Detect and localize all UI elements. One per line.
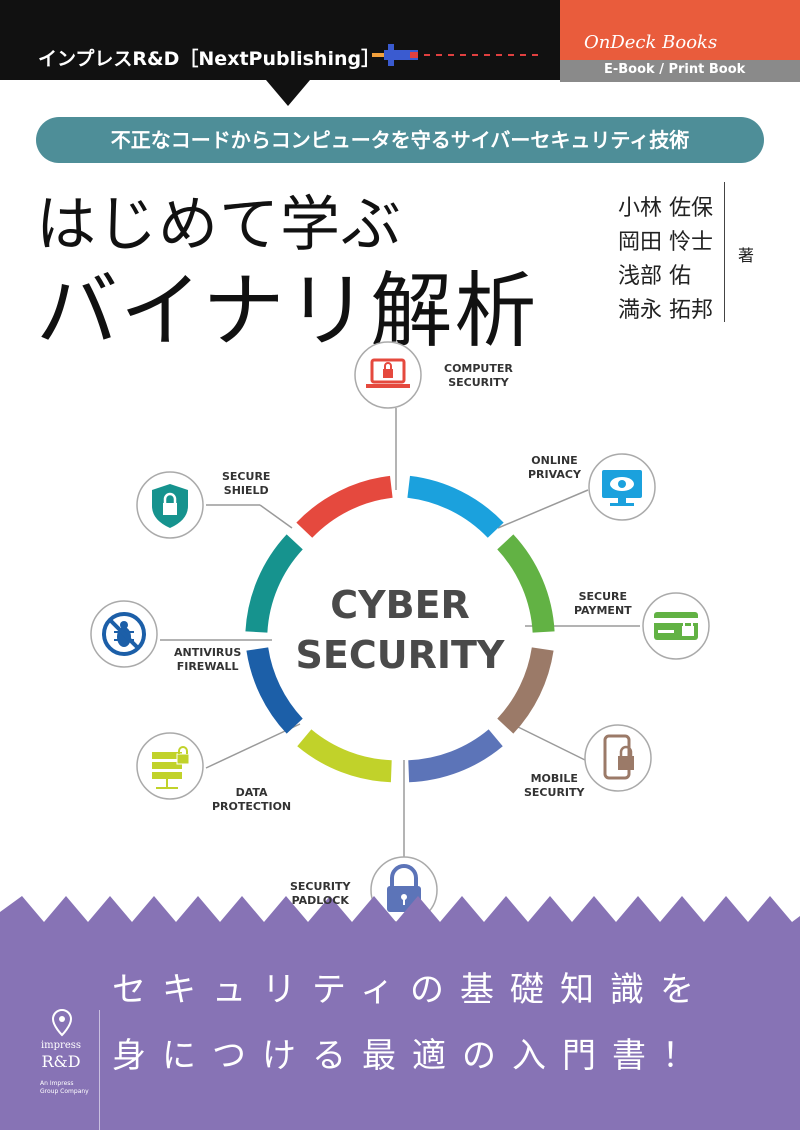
imprint-rd: R&D	[41, 1052, 81, 1071]
laptop-lock-icon	[366, 358, 410, 388]
label-line: SECURITY	[290, 880, 351, 893]
header-pointer	[266, 80, 310, 106]
ring-segment-mobile	[497, 647, 554, 734]
author-divider	[724, 182, 725, 322]
node-computer-security	[354, 341, 422, 409]
label-line: SECURITY	[448, 376, 509, 389]
label-secure-shield: SECURE SHIELD	[222, 470, 270, 498]
security-ring	[245, 475, 555, 783]
label-security-padlock: SECURITY PADLOCK	[290, 880, 350, 908]
node-secure-payment	[642, 592, 710, 660]
title-line-1: はじめて学ぶ	[36, 190, 402, 260]
label-line: PROTECTION	[212, 800, 292, 813]
ondeck-logo: OnDeck Books	[584, 32, 718, 53]
label-line: PRIVACY	[528, 468, 581, 481]
label-line: PADLOCK	[291, 894, 349, 907]
label-computer-security: COMPUTER SECURITY	[444, 362, 513, 390]
label-line: ONLINE	[531, 454, 578, 467]
label-line: SHIELD	[223, 484, 269, 497]
connector-lines	[160, 408, 640, 858]
author-1: 小林 佐保	[618, 196, 713, 221]
bottom-band	[0, 922, 800, 1130]
tagline-line-2: 身につける最適の入門書！	[112, 1036, 712, 1076]
imprint-name: impress	[40, 1040, 82, 1051]
card-lock-icon	[654, 612, 698, 640]
zigzag-edge	[0, 896, 800, 922]
ring-segment-privacy	[407, 475, 504, 539]
subtitle: 不正なコードからコンピュータを守るサイバーセキュリティ技術	[110, 128, 690, 152]
no-bug-icon	[102, 612, 146, 656]
author-2: 岡田 怜士	[618, 230, 713, 255]
label-secure-payment: SECURE PAYMENT	[574, 590, 632, 618]
node-online-privacy	[588, 453, 656, 521]
label-line: COMPUTER	[444, 362, 513, 375]
ring-segment-antivirus	[246, 647, 303, 734]
center-line-2: SECURITY	[296, 633, 505, 677]
ring-segment-shield	[245, 534, 303, 633]
label-line: SECURITY	[524, 786, 585, 799]
tagline-line-1: セキュリティの基礎知識を	[112, 970, 710, 1010]
node-secure-shield	[136, 471, 204, 539]
label-online-privacy: ONLINE PRIVACY	[528, 454, 581, 482]
label-line: ANTIVIRUS	[174, 646, 242, 659]
rocket-icon	[372, 44, 538, 66]
ring-segment-data	[297, 729, 392, 783]
imprint-group-line-1: An Impress	[40, 1080, 74, 1087]
imprint-group-line-2: Group Company	[40, 1088, 89, 1095]
center-line-1: CYBER	[330, 583, 470, 627]
format-band	[560, 60, 800, 82]
label-line: DATA	[235, 786, 268, 799]
author-role: 著	[738, 246, 755, 265]
label-antivirus-firewall: ANTIVIRUS FIREWALL	[174, 646, 241, 674]
author-3: 浅部 佑	[618, 264, 691, 289]
server-lock-icon	[152, 746, 190, 789]
node-mobile-security	[584, 724, 652, 792]
node-data-protection	[136, 732, 204, 800]
shield-lock-icon	[152, 484, 188, 528]
ondeck-band	[560, 0, 800, 60]
monitor-eye-icon	[602, 470, 642, 506]
phone-lock-icon	[603, 734, 634, 780]
label-mobile-security: MOBILE SECURITY	[524, 772, 584, 800]
subtitle-pill	[36, 117, 764, 163]
author-4: 満永 拓邦	[618, 298, 713, 323]
label-line: MOBILE	[530, 772, 578, 785]
label-line: FIREWALL	[176, 660, 239, 673]
location-pin-icon	[51, 1008, 73, 1037]
ring-segment-payment	[497, 534, 555, 633]
ring-segment-computer	[296, 475, 393, 539]
label-line: PAYMENT	[574, 604, 632, 617]
label-line: SECURE	[578, 590, 628, 603]
node-antivirus-firewall	[90, 600, 158, 668]
title-line-2: バイナリ解析	[36, 264, 539, 359]
imprint-divider	[99, 1010, 100, 1130]
top-bar	[0, 0, 560, 80]
publisher-label: インプレスR&D［NextPublishing］	[38, 48, 381, 70]
format-label: E-Book / Print Book	[604, 62, 746, 77]
label-data-protection: DATA PROTECTION	[212, 786, 291, 814]
label-line: SECURE	[222, 470, 271, 483]
ring-segment-padlock	[408, 729, 503, 783]
